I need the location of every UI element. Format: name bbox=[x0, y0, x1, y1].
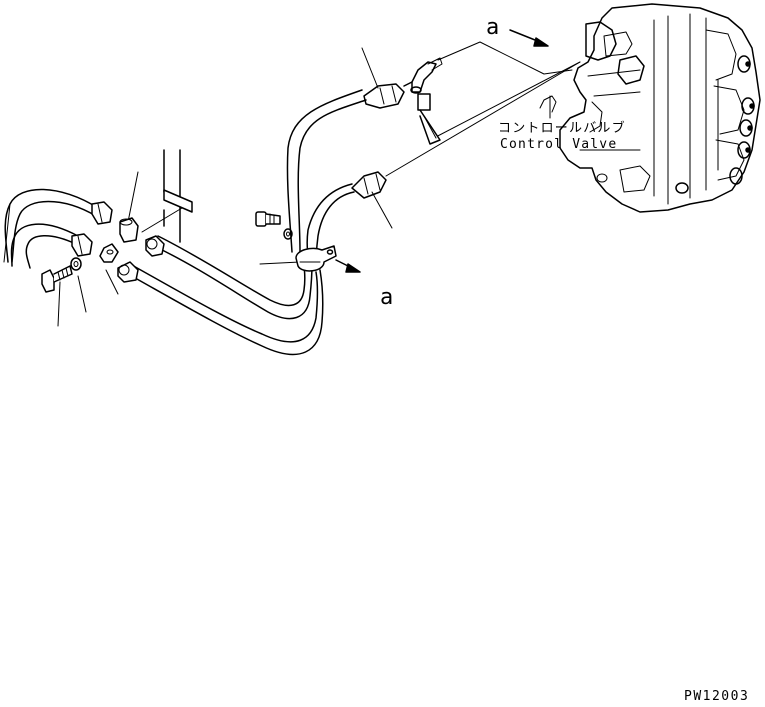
hose-fitting-left-1 bbox=[91, 201, 113, 225]
elbow-fitting bbox=[410, 57, 443, 94]
hose-end-fitting-lower bbox=[351, 171, 387, 199]
view-a-label-top: a bbox=[486, 15, 499, 40]
bolt-left bbox=[41, 265, 73, 293]
hose-fitting-left-2 bbox=[71, 233, 93, 257]
view-a-label-bottom: a bbox=[380, 285, 393, 310]
steel-pipe-rear bbox=[127, 263, 324, 356]
mounting-bracket bbox=[141, 149, 193, 243]
pipe-end-rear bbox=[117, 261, 139, 283]
hose-end-fitting-upper bbox=[363, 81, 413, 109]
figure-code: PW12003 bbox=[684, 689, 749, 704]
control-valve-label: コントロールバルブ Control Valve bbox=[498, 95, 626, 152]
straight-connector bbox=[417, 93, 441, 145]
cap-upper bbox=[119, 217, 139, 243]
hydraulic-hose-upper bbox=[286, 89, 367, 253]
view-a-marker-top: a bbox=[486, 15, 549, 47]
hose-bundle-left bbox=[3, 188, 99, 269]
clamp-bolt-upper bbox=[255, 211, 293, 240]
small-clamp-left bbox=[99, 243, 119, 263]
washer-left bbox=[70, 257, 82, 271]
control-valve-label-jp: コントロールバルブ bbox=[498, 120, 626, 136]
hose-clamp bbox=[295, 245, 337, 272]
valve-connection-lines bbox=[385, 41, 581, 177]
leader-lines bbox=[57, 47, 393, 327]
view-a-marker-bottom: a bbox=[335, 259, 393, 310]
control-valve-label-en: Control Valve bbox=[500, 137, 617, 152]
steel-pipe-front bbox=[153, 235, 313, 320]
control-valve-body bbox=[559, 3, 761, 213]
pipe-end-front bbox=[145, 235, 165, 257]
